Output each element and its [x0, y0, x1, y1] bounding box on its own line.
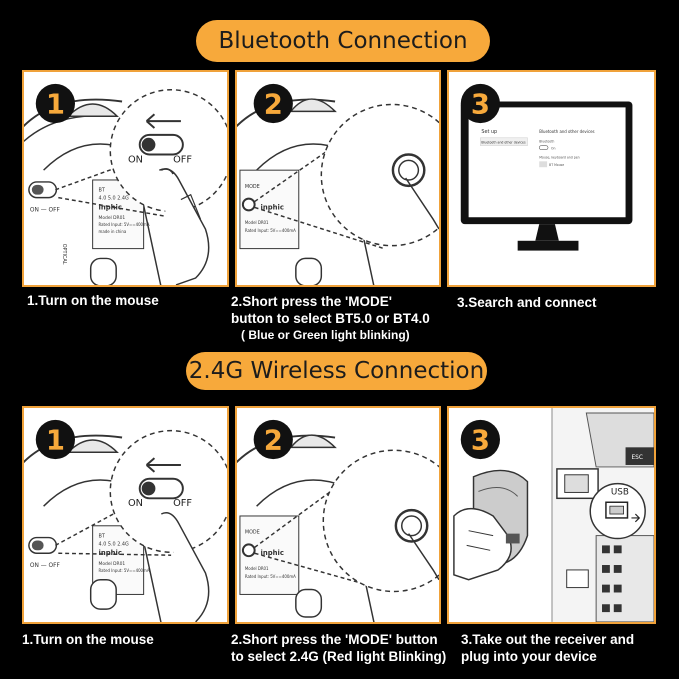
bluetooth-section-title: Bluetooth Connection: [196, 20, 490, 62]
step-number: 2: [264, 425, 283, 456]
rated-label: Rated Input: 5V==400mA: [245, 574, 296, 579]
on-off-label: ON — OFF: [30, 563, 61, 569]
setup-label: Set up: [481, 129, 497, 135]
bt-values: 4.0 5.0 2.4G: [99, 196, 129, 202]
brand-label: inphic: [261, 203, 284, 211]
w-step3-panel: ESC USB 3: [447, 406, 656, 624]
step-number: 1: [46, 425, 65, 456]
bt-step1-panel: ON — OFF BT 4.0 5.0 2.4G inphic Model DR…: [22, 70, 229, 287]
step-number: 3: [471, 89, 490, 120]
on-off-label: ON — OFF: [30, 207, 61, 213]
wireless-section-title: 2.4G Wireless Connection: [186, 352, 487, 390]
wireless-title-text: 2.4G Wireless Connection: [188, 358, 485, 384]
bt-label: BT: [99, 534, 105, 540]
model-label: Model DR01: [99, 561, 126, 567]
w-step2-illustration: MODE inphic Model DR01 Rated Input: 5V==…: [237, 419, 439, 622]
rated-label: Rated Input: 5V==400mA: [99, 568, 150, 573]
caption-line-1: 2.Short press the 'MODE': [231, 294, 392, 309]
optical-label: OPTICAL: [61, 244, 67, 265]
bt-on-label: On: [551, 147, 555, 151]
mode-label: MODE: [245, 530, 260, 536]
made-label: made in china: [99, 229, 127, 234]
switch-on-label: ON: [128, 154, 143, 165]
w-step3-illustration: ESC USB 3: [453, 408, 654, 622]
caption-line-1: 2.Short press the 'MODE' button: [231, 632, 438, 647]
switch-off-label: OFF: [173, 154, 192, 165]
rated-label: Rated Input: 5V==400mA: [245, 228, 296, 233]
step-number: 2: [264, 89, 283, 120]
model-label: Model DR01: [245, 220, 269, 225]
caption-line-2: plug into your device: [461, 649, 597, 664]
w-step1-caption: 1.Turn on the mouse: [22, 631, 154, 648]
bt-step1-caption: 1.Turn on the mouse: [27, 292, 159, 309]
switch-off-label: OFF: [173, 498, 192, 509]
brand-label: inphic: [261, 549, 284, 557]
bt-step3-caption: 3.Search and connect: [457, 294, 597, 311]
mode-label: MODE: [245, 184, 260, 190]
bt-step2-illustration: MODE inphic Model DR01 Rated Input: 5V==…: [237, 83, 439, 285]
rated-label: Rated Input: 5V==400mA: [99, 222, 150, 227]
bt-item-label: Bluetooth and other devices: [481, 141, 526, 145]
model-label: Model DR01: [99, 215, 126, 221]
bt-label: BT: [99, 188, 105, 194]
usb-label: USB: [611, 487, 629, 497]
brand-label: inphic: [99, 203, 122, 211]
caption-line: 1.Turn on the mouse: [27, 293, 159, 308]
bt-step2-caption: 2.Short press the 'MODE' button to selec…: [231, 293, 430, 344]
caption-line-3: ( Blue or Green light blinking): [241, 328, 410, 342]
caption-line: 1.Turn on the mouse: [22, 632, 154, 647]
bt-step3-panel: Set up Bluetooth and other devices Bluet…: [447, 70, 656, 287]
bt-mouse-label: BT Mouse: [549, 163, 564, 167]
brand-label: inphic: [99, 549, 122, 557]
w-step2-panel: MODE inphic Model DR01 Rated Input: 5V==…: [235, 406, 441, 624]
w-step2-caption: 2.Short press the 'MODE' button to selec…: [231, 631, 446, 665]
switch-on-label: ON: [128, 498, 143, 509]
w-step1-illustration: ON — OFF BT 4.0 5.0 2.4G inphic Model DR…: [24, 419, 227, 622]
model-label: Model DR01: [245, 566, 269, 571]
caption-line-2: button to select BT5.0 or BT4.0: [231, 311, 430, 326]
mouse-kb-label: Mouse, keyboard and pen: [539, 155, 579, 159]
w-step3-caption: 3.Take out the receiver and plug into yo…: [461, 631, 634, 665]
caption-line-2: to select 2.4G (Red light Blinking): [231, 649, 447, 664]
bt-step2-panel: MODE inphic Model DR01 Rated Input: 5V==…: [235, 70, 441, 287]
caption-line-1: 3.Take out the receiver and: [461, 632, 635, 647]
esc-label: ESC: [631, 455, 643, 461]
bt-step1-illustration: ON — OFF BT 4.0 5.0 2.4G inphic Model DR…: [24, 83, 227, 285]
bt-values: 4.0 5.0 2.4G: [99, 541, 129, 547]
caption-line: 3.Search and connect: [457, 295, 597, 310]
bt-devices-heading: Bluetooth and other devices: [539, 129, 594, 134]
w-step1-panel: ON — OFF BT 4.0 5.0 2.4G inphic Model DR…: [22, 406, 229, 624]
step-number: 3: [471, 425, 490, 456]
bt-step3-illustration: Set up Bluetooth and other devices Bluet…: [460, 83, 633, 251]
bluetooth-title-text: Bluetooth Connection: [218, 28, 468, 54]
step-number: 1: [46, 89, 65, 120]
bluetooth-label: Bluetooth: [539, 140, 554, 144]
